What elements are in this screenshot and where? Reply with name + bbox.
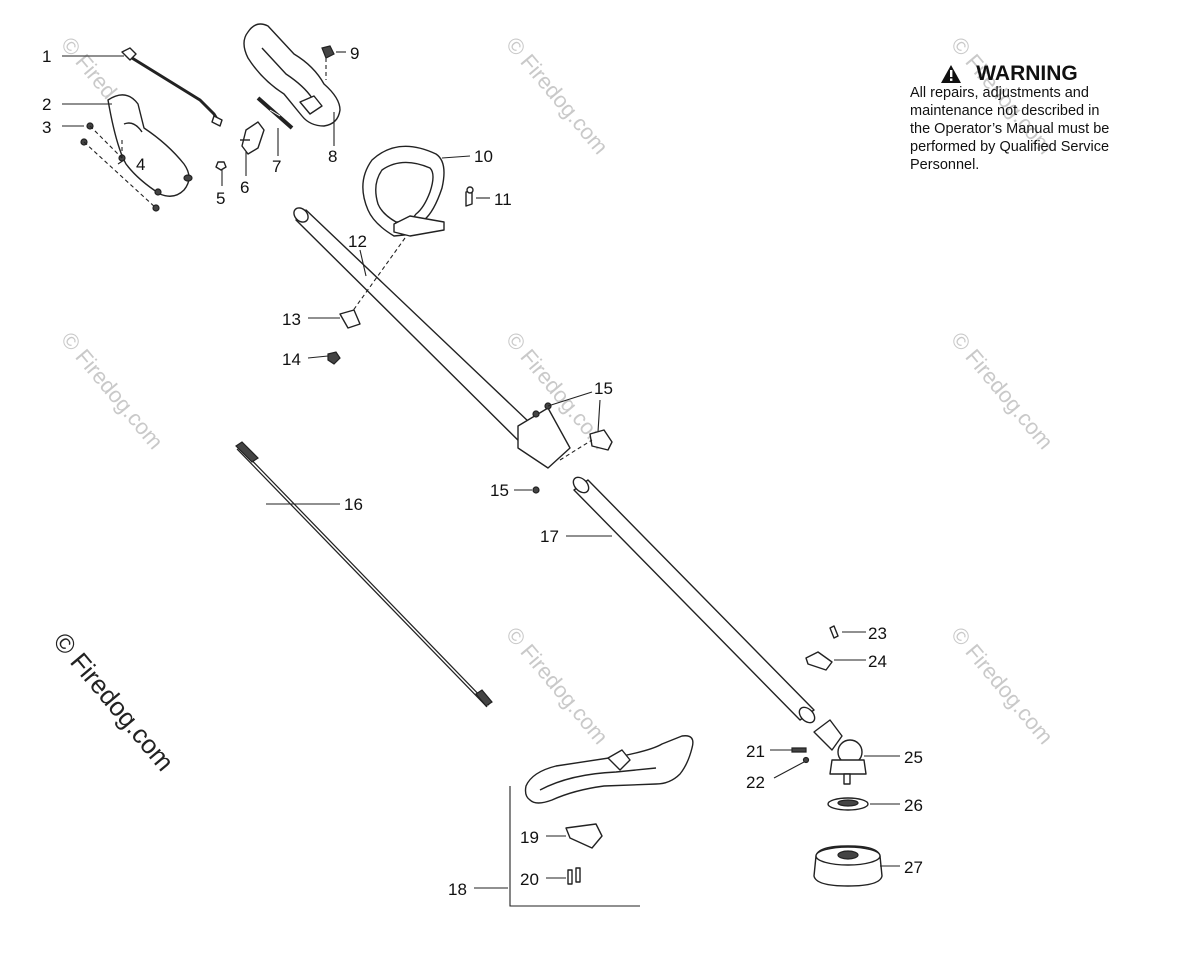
watermark-text: © Firedog.com [946, 327, 1058, 454]
watermark-text: © Firedog.com [946, 622, 1058, 749]
callout-labels: 1 2 3 4 5 6 7 8 9 10 11 12 13 14 15 15 1… [42, 44, 923, 899]
callout-9: 9 [350, 44, 359, 63]
callout-21: 21 [746, 742, 765, 761]
leader-lines [62, 51, 900, 889]
callout-8: 8 [328, 147, 337, 166]
part-6-trigger [240, 121, 265, 155]
warning-notice: WARNING All repairs, adjustments and mai… [910, 62, 1160, 174]
callout-2: 2 [42, 95, 51, 114]
dashed-connector [351, 237, 406, 313]
warning-line: All repairs, adjustments and [910, 85, 1089, 101]
warning-body: All repairs, adjustments and maintenance… [910, 84, 1160, 174]
callout-3: 3 [42, 118, 51, 137]
callout-23: 23 [868, 624, 887, 643]
watermark-text: © Firedog.com [501, 622, 613, 749]
part-17-lower-shaft [572, 476, 816, 724]
part-13-clamp [339, 309, 361, 329]
callout-15-lower: 15 [490, 481, 509, 500]
part-25-gear-head [813, 719, 867, 785]
part-21-22-screws [791, 747, 810, 764]
warning-triangle-icon [941, 65, 961, 83]
callout-13: 13 [282, 310, 301, 329]
callout-22: 22 [746, 773, 765, 792]
part-18-guard [509, 735, 694, 907]
callout-10: 10 [474, 147, 493, 166]
part-7-spring [256, 96, 294, 130]
warning-line: the Operator’s Manual must be [910, 121, 1110, 137]
callout-1: 1 [42, 47, 51, 66]
callout-7: 7 [272, 157, 281, 176]
part-11-bolt [465, 186, 474, 207]
callout-18: 18 [448, 880, 467, 899]
watermark-main: © Firedog.com [47, 627, 180, 777]
warning-line: maintenance not described in [910, 103, 1100, 119]
callout-16: 16 [344, 495, 363, 514]
warning-line: performed by Qualified Service [910, 139, 1110, 155]
part-9-clip [321, 45, 335, 80]
part-20-screws [567, 867, 581, 885]
part-10-loop-handle [362, 145, 445, 237]
callout-25: 25 [904, 748, 923, 767]
callout-15-upper: 15 [594, 379, 613, 398]
part-19-line-cutter [565, 823, 603, 849]
callout-20: 20 [520, 870, 539, 889]
part-1-throttle-cable [121, 47, 223, 127]
part-5-nut [215, 161, 227, 171]
part-27-trimmer-head [813, 845, 883, 887]
part-14-nut [327, 351, 341, 365]
warning-title-text: WARNING [976, 62, 1078, 85]
part-15-knob [532, 402, 613, 494]
callout-19: 19 [520, 828, 539, 847]
callout-4: 4 [136, 155, 145, 174]
callout-27: 27 [904, 858, 923, 877]
part-26-washer [827, 797, 869, 811]
callout-14: 14 [282, 350, 301, 369]
callout-6: 6 [240, 178, 249, 197]
part-2-rear-handle [107, 94, 193, 197]
part-12-upper-shaft [293, 207, 571, 469]
part-24-bracket [805, 651, 833, 671]
part-3-4-screws [80, 122, 162, 212]
callout-26: 26 [904, 796, 923, 815]
warning-title: WARNING [910, 62, 1122, 86]
callout-24: 24 [868, 652, 887, 671]
warning-line: Personnel. [910, 157, 980, 173]
callout-5: 5 [216, 189, 225, 208]
callout-12: 12 [348, 232, 367, 251]
callout-11: 11 [494, 190, 512, 209]
part-16-drive-shaft [235, 441, 493, 708]
watermark-text: © Firedog.com [56, 327, 168, 454]
part-23-bolt [829, 625, 839, 639]
callout-17: 17 [540, 527, 559, 546]
part-8-handle-housing [243, 23, 341, 127]
watermark-text: © Firedog.com [501, 32, 613, 159]
